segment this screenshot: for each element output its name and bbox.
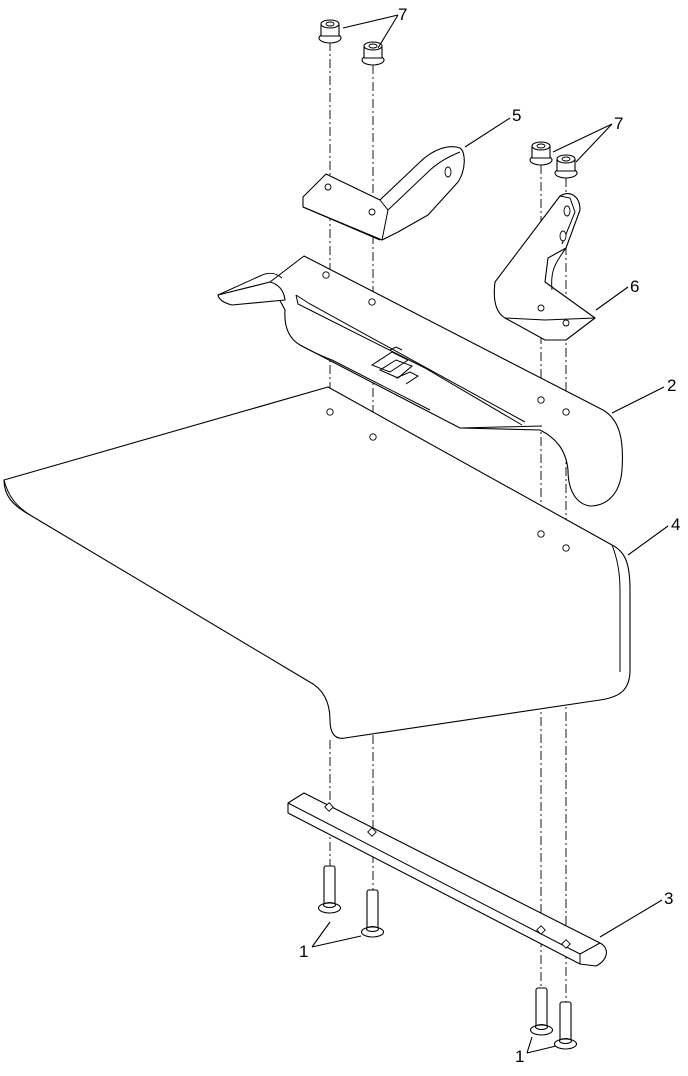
part-1-screws	[317, 865, 578, 1050]
part-7-flange-nuts	[318, 19, 578, 179]
callout-4: 4	[671, 515, 680, 534]
screw	[553, 1001, 578, 1050]
nut	[529, 141, 553, 166]
part-6-right-bracket	[493, 193, 596, 341]
callout-1-right: 1	[515, 1047, 524, 1066]
part-2-curved-hood	[217, 255, 623, 507]
screw	[529, 987, 554, 1036]
callout-7-right: 7	[614, 114, 623, 133]
callout-2: 2	[667, 376, 676, 395]
callout-5: 5	[512, 106, 521, 125]
nut	[318, 19, 342, 44]
callout-7-top: 7	[398, 5, 407, 24]
part-5-left-bracket	[302, 146, 465, 241]
screw	[360, 889, 385, 938]
leader-lines	[311, 14, 669, 1054]
callout-3: 3	[664, 889, 673, 908]
part-3-bottom-strap	[287, 792, 607, 967]
nut	[361, 41, 385, 66]
callout-labels: 7 7 5 6 2 4 3 1 1	[299, 5, 680, 1066]
screw	[317, 865, 342, 914]
nut	[554, 154, 578, 179]
part-4-deflector-plate	[3, 386, 631, 739]
callout-6: 6	[630, 277, 639, 296]
callout-1-left: 1	[299, 942, 308, 961]
